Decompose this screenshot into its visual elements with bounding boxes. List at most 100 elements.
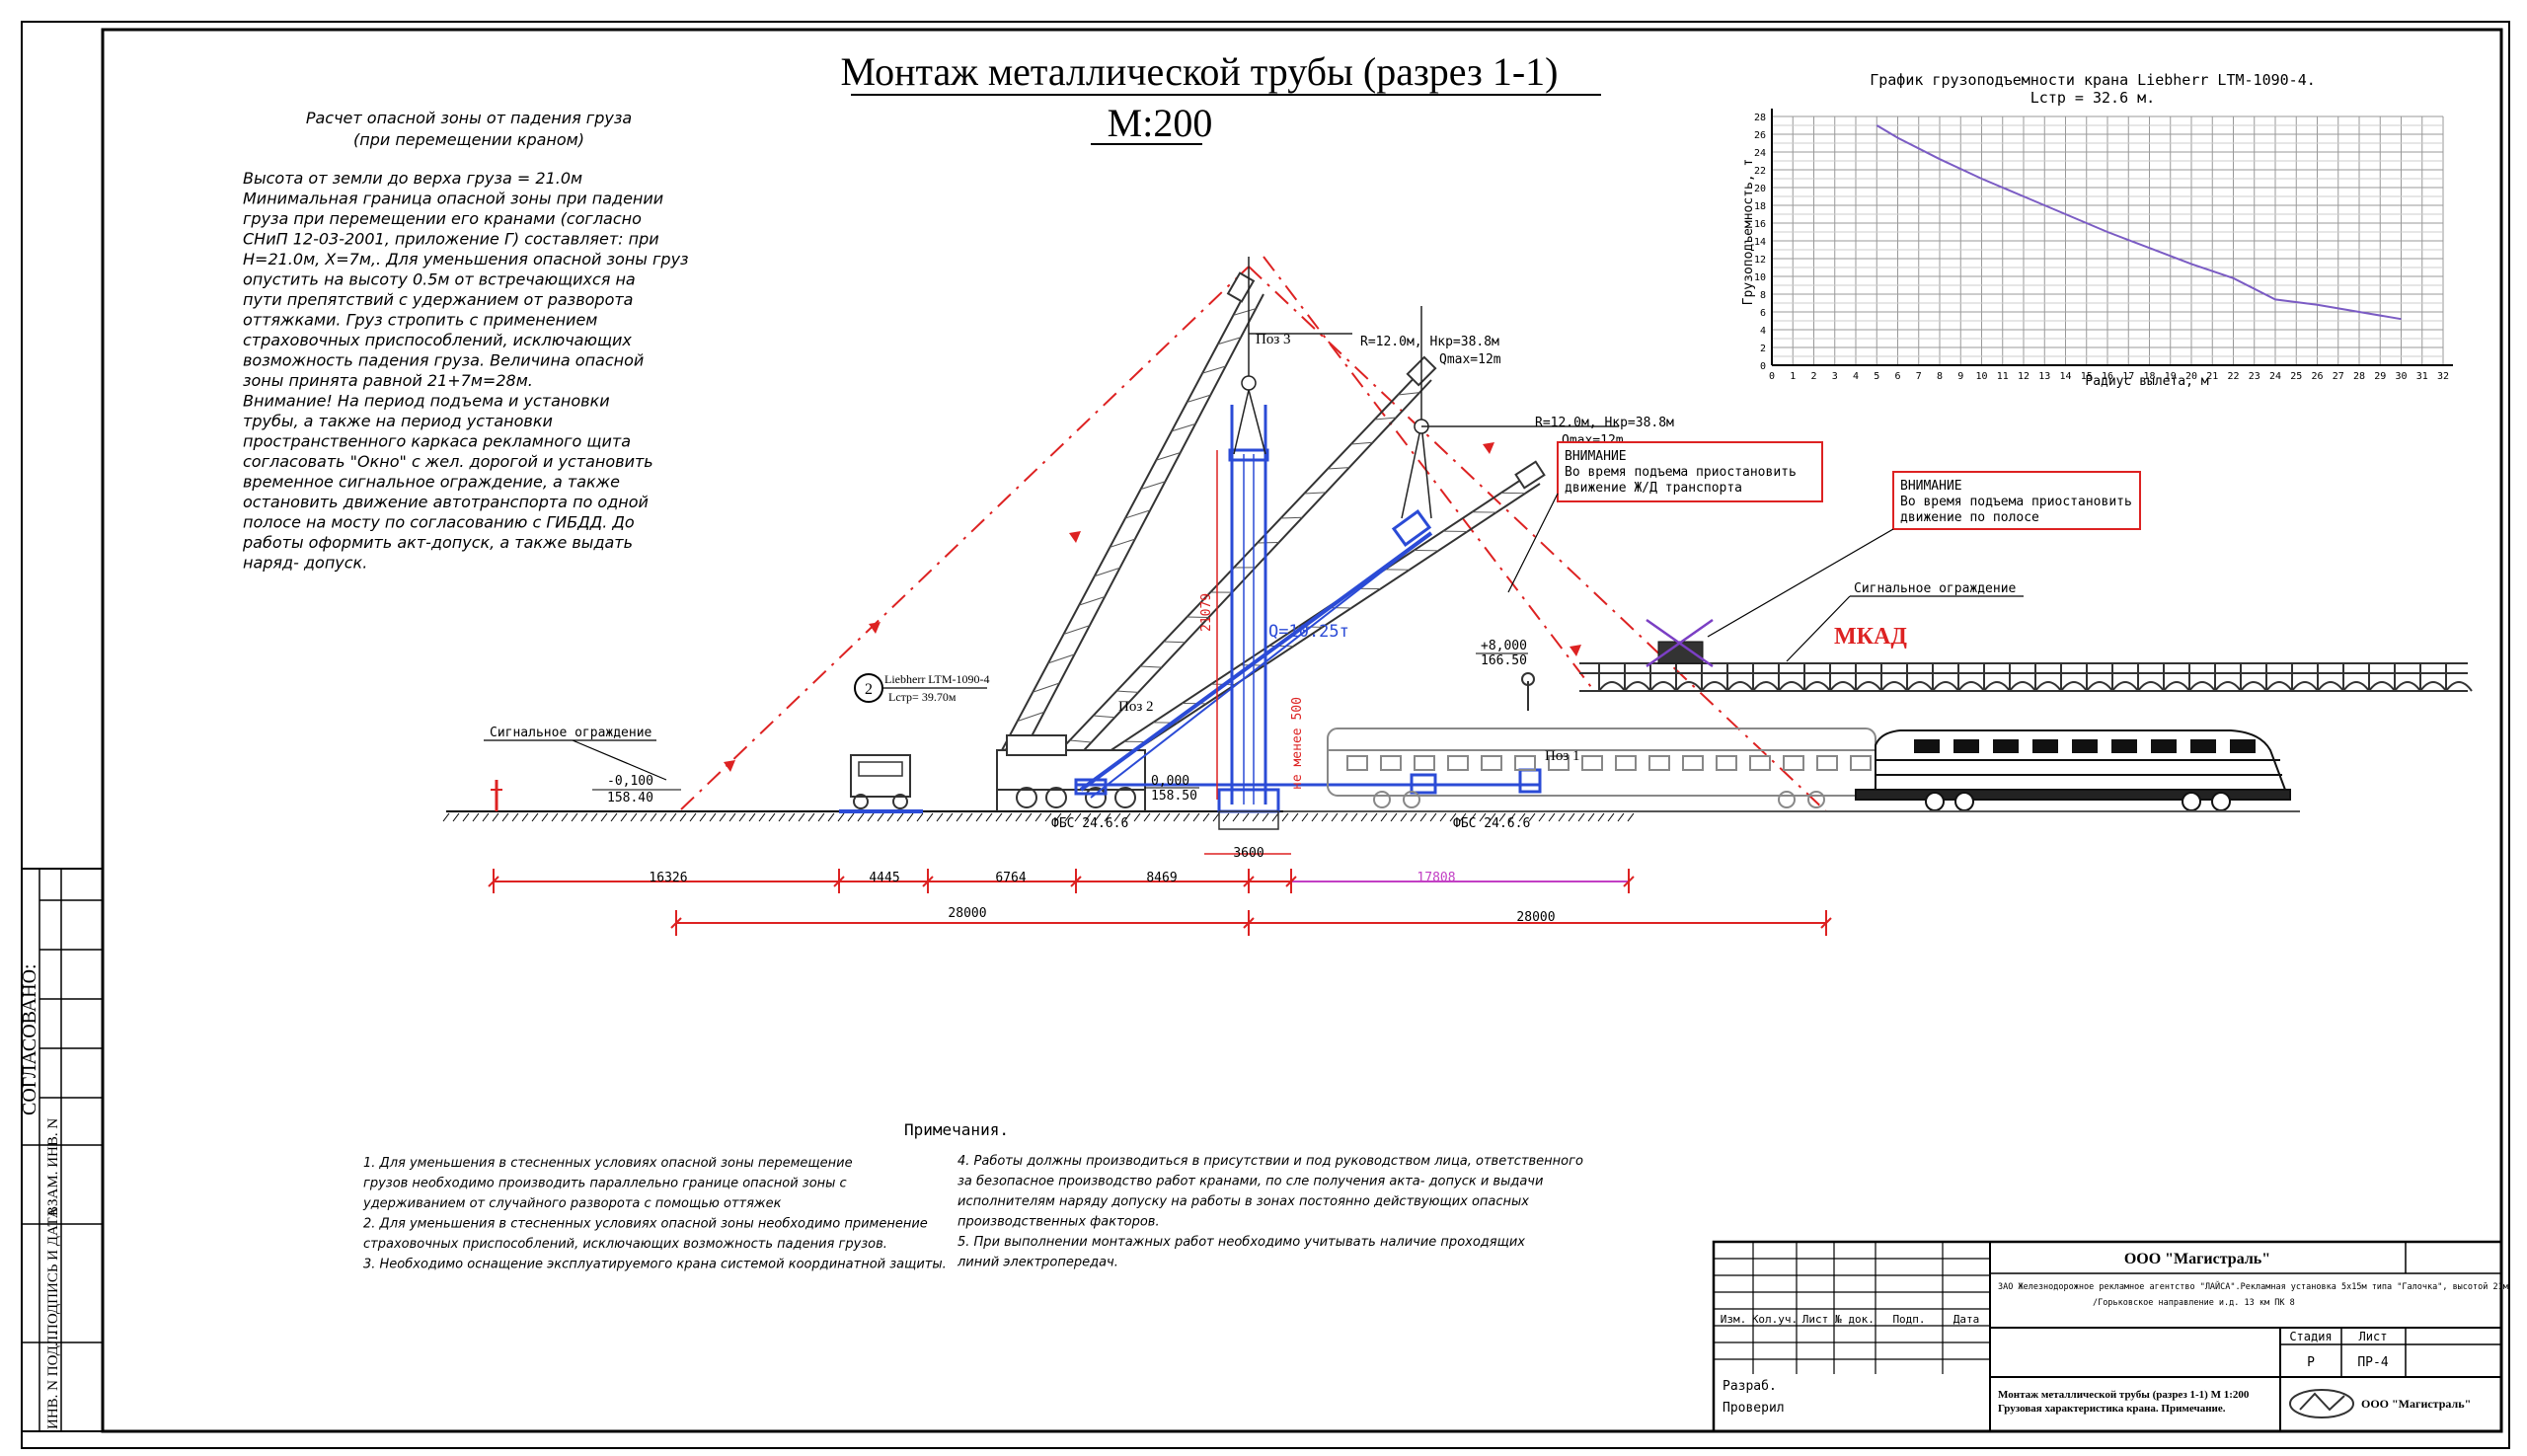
mkad-bridge <box>1579 662 2473 692</box>
calc-line: Высота от земли до верха груза = 21.0м <box>243 169 582 188</box>
chart-x-tick-label: 22 <box>2227 371 2239 382</box>
dim-total-left: 28000 <box>948 906 986 921</box>
chart-x-tick-label: 1 <box>1790 371 1796 382</box>
danger-zone-lines <box>680 256 1827 812</box>
notes-heading: Примечания. <box>904 1120 1009 1139</box>
chart-x-tick-label: 7 <box>1916 371 1922 382</box>
level-mid-a: 0,000 <box>1151 774 1189 789</box>
truck <box>839 754 923 813</box>
page-title: Монтаж металлической трубы (разрез 1-1) <box>841 49 1559 94</box>
warning-rail-line2: движение Ж/Д транспорта <box>1565 481 1742 496</box>
calc-line: согласовать "Окно" с жел. дорогой и уста… <box>243 452 653 471</box>
radius-label-2: R=12.0м, Нкр=38.8м <box>1535 416 1674 430</box>
stamp-column-label: Дата <box>1953 1313 1980 1326</box>
calc-line: пространственного каркаса рекламного щит… <box>243 432 631 451</box>
dim-4: 8469 <box>1146 871 1177 885</box>
notes-block: Примечания. 1. Для уменьшения в стесненн… <box>362 1120 1583 1272</box>
calc-line: Н=21.0м, Х=7м,. Для уменьшения опасной з… <box>243 250 689 268</box>
calc-line: наряд- допуск. <box>243 554 367 573</box>
notes-left: 1. Для уменьшения в стесненных условиях … <box>362 1156 947 1272</box>
crane-length: Lстр= 39.70м <box>888 690 957 704</box>
pos3-label: Поз 3 <box>1256 332 1291 347</box>
qmax-label-1: Qmax=12m <box>1439 352 1501 367</box>
title-block <box>1712 1240 2503 1433</box>
passenger-car <box>1327 728 1876 808</box>
chart-x-tick-label: 20 <box>2185 371 2197 382</box>
foundation <box>1074 768 1542 830</box>
chart-y-tick-label: 24 <box>1754 148 1766 159</box>
chart-y-tick-label: 22 <box>1754 166 1766 177</box>
note-line: удерживанием от случайного разворота с п… <box>362 1196 782 1211</box>
chart-x-tick-label: 15 <box>2081 371 2093 382</box>
metal-pipe <box>1076 405 1540 805</box>
stamp-project-line1: ЗАО Железнодорожное рекламное агентство … <box>1998 1280 2508 1292</box>
note-line: 2. Для уменьшения в стесненных условиях … <box>363 1217 928 1232</box>
signal-right-label: Сигнальное ограждение <box>1854 581 2017 596</box>
stamp-column-label: Кол.уч. <box>1752 1313 1798 1326</box>
calc-line: груза при перемещении его кранами (согла… <box>243 209 642 228</box>
note-line: страховочных приспособлений, исключающих… <box>363 1237 887 1252</box>
chart-x-tick-label: 16 <box>2102 371 2113 382</box>
stamp-project-line2: /Горьковское направление и.д. 13 км ПК 8 <box>2093 1298 2295 1308</box>
chart-x-tick-label: 14 <box>2059 371 2071 382</box>
chart-x-tick-label: 0 <box>1769 371 1775 382</box>
chart-x-tick-label: 9 <box>1957 371 1963 382</box>
chart-x-tick-label: 2 <box>1810 371 1816 382</box>
note-line: 4. Работы должны производиться в присутс… <box>957 1154 1583 1169</box>
stamp-stage-label: Стадия <box>2289 1330 2332 1343</box>
stamp-column-label: Лист <box>1802 1313 1829 1326</box>
chart-y-tick-label: 14 <box>1754 237 1766 248</box>
notes-right: 4. Работы должны производиться в присутс… <box>957 1154 1583 1270</box>
calc-line: опустить на высоту 0.5м от встречающихся… <box>243 270 636 289</box>
calc-line: оттяжками. Груз стропить с применением <box>243 311 597 330</box>
chart-y-tick-label: 10 <box>1754 272 1766 283</box>
chart-x-tick-label: 28 <box>2353 371 2365 382</box>
fbs-left-label: ФБС 24.6.6 <box>1051 816 1128 831</box>
calc-line: остановить движение автотранспорта по од… <box>243 493 649 511</box>
stamp-column-label: Изм. <box>1721 1313 1747 1326</box>
note-line: грузов необходимо производить параллельн… <box>363 1177 847 1191</box>
chart-y-tick-label: 0 <box>1760 361 1766 372</box>
calc-line: СНиП 12-03-2001, приложение Г) составляе… <box>243 230 659 249</box>
chart-x-tick-label: 29 <box>2374 371 2386 382</box>
warning-rail-title: ВНИМАНИЕ <box>1565 449 1627 464</box>
chart-ylabel: Грузоподъемность, т <box>1741 159 1756 306</box>
note-line: производственных факторов. <box>957 1215 1160 1230</box>
locomotive <box>1855 729 2291 811</box>
chart-series-line <box>1876 124 2402 321</box>
chart-y-tick-label: 4 <box>1760 326 1766 337</box>
outer-frame <box>21 21 2510 1449</box>
level-left-b: 158.40 <box>607 791 653 805</box>
chart-x-tick-label: 19 <box>2165 371 2177 382</box>
stamp-razrab: Разраб. <box>1723 1379 1777 1394</box>
chart-y-tick-label: 6 <box>1760 308 1766 319</box>
crane-cables <box>1233 257 1619 519</box>
calc-line: страховочных приспособлений, исключающих <box>243 331 632 349</box>
calc-text: Высота от земли до верха груза = 21.0мМи… <box>242 169 689 573</box>
warning-lane-line2: движение по полосе <box>1900 510 2039 525</box>
chart-y-tick-label: 26 <box>1754 130 1766 141</box>
danger-zone-markers <box>724 442 1581 772</box>
stamp-doc-title2: Грузовая характеристика крана. Примечани… <box>1998 1403 2226 1415</box>
calc-heading: Расчет опасной зоны от падения груза <box>306 109 632 127</box>
stamp-company-2: ООО "Магистраль" <box>2361 1397 2471 1411</box>
chart-x-tick-label: 21 <box>2206 371 2218 382</box>
level-right-a: +8,000 <box>1481 639 1527 653</box>
warning-rail-line1: Во время подъема приостановить <box>1565 465 1797 480</box>
crane-chassis <box>996 734 1146 811</box>
approved-label: СОГЛАСОВАНО: <box>19 963 40 1115</box>
calc-line: пути препятствий с удержанием от разворо… <box>243 290 633 309</box>
pos2-label: Поз 2 <box>1118 699 1154 715</box>
sign-date-label: ПОДПИСЬ И ДАТА <box>45 1207 61 1335</box>
stamp-proveril: Проверил <box>1723 1401 1785 1416</box>
dim-3: 6764 <box>995 871 1026 885</box>
level-left-a: -0,100 <box>607 774 653 789</box>
calc-block: Расчет опасной зоны от падения груза (пр… <box>242 109 689 573</box>
calc-line: зоны принята равной 21+7м=28м. <box>243 371 533 390</box>
page-scale: М:200 <box>1108 101 1213 145</box>
note-line: 5. При выполнении монтажных работ необхо… <box>957 1235 1525 1250</box>
chart-x-tick-label: 32 <box>2437 371 2449 382</box>
